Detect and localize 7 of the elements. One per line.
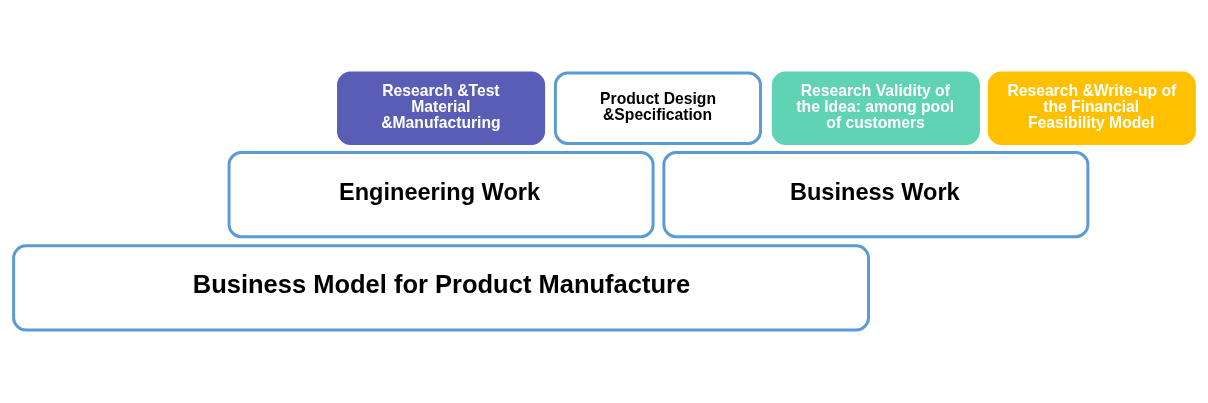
node-box: Product Design &Specification	[553, 71, 762, 146]
node-box: Business Work	[662, 150, 1090, 239]
node-box: Research Validity of the Idea: among pool of customers	[771, 71, 980, 146]
node-box: Business Model for Product Manufacture	[12, 244, 870, 332]
node-box: Research &Test Material &Manufacturing	[337, 71, 546, 146]
node-box: Engineering Work	[227, 150, 655, 239]
node-box: Research &Write-up of the Financial Feasibility Model	[987, 71, 1196, 146]
